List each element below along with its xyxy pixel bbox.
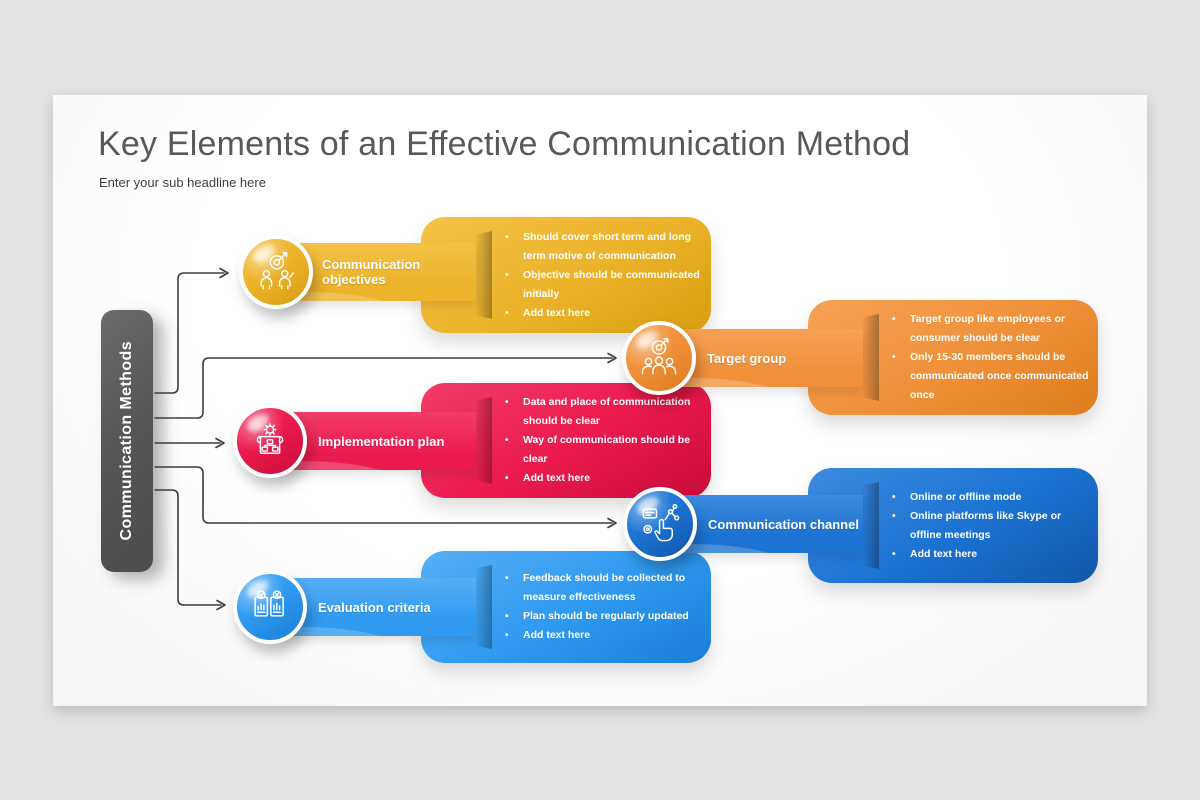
bullet-item: Way of communication should be clear	[503, 431, 703, 469]
bullet-item: Add text here	[503, 304, 703, 323]
communication-channel-badge	[623, 487, 697, 561]
page-subtitle: Enter your sub headline here	[99, 175, 266, 190]
bullet-item: Target group like employees or consumer …	[890, 310, 1090, 348]
implementation-plan-badge	[233, 404, 307, 478]
bullet-item: Only 15-30 members should be communicate…	[890, 348, 1090, 405]
branch-label: Communication channel	[708, 516, 859, 532]
bullet-item: Online or offline mode	[890, 488, 1090, 507]
bullet-list: Online or offline mode Online platforms …	[890, 468, 1090, 583]
bullet-item: Add text here	[503, 469, 703, 488]
slide-canvas: Key Elements of an Effective Communicati…	[53, 95, 1147, 706]
communication-objectives-badge	[239, 235, 313, 309]
ribbon-fold	[476, 231, 492, 319]
branch-label: Communication objectives	[322, 257, 421, 287]
bullet-item: Feedback should be collected to measure …	[503, 569, 703, 607]
arrowhead-target-group	[607, 352, 617, 364]
branch-label: Target group	[707, 350, 787, 366]
bullet-list: Target group like employees or consumer …	[890, 300, 1090, 415]
arrowhead-communication-channel	[607, 517, 617, 529]
root-node: Communication Methods	[101, 310, 153, 572]
bullet-list: Should cover short term and long term mo…	[503, 217, 703, 333]
arrowhead-evaluation-criteria	[216, 599, 226, 611]
target-with-people-icon	[260, 252, 295, 290]
communication-objectives-card: Should cover short term and long term mo…	[421, 217, 711, 333]
ribbon-fold	[863, 314, 879, 401]
blueprint-gear-icon	[256, 423, 284, 454]
ribbon-fold	[476, 565, 492, 649]
channel-selection-icon	[642, 504, 680, 542]
target-audience-icon	[641, 338, 677, 375]
bullet-item: Add text here	[503, 626, 703, 645]
arrowhead-objectives	[219, 267, 229, 279]
connector-objectives	[154, 272, 225, 394]
ribbon-fold	[863, 482, 879, 569]
target-group-badge	[622, 321, 696, 395]
bullet-item: Objective should be communicated initial…	[503, 266, 703, 304]
bullet-list: Data and place of communication should b…	[503, 383, 703, 498]
root-node-label: Communication Methods	[118, 341, 135, 541]
arrowhead-implementation-plan	[215, 437, 225, 449]
ribbon-fold	[476, 397, 492, 484]
branch-label: Implementation plan	[318, 433, 445, 449]
page-title: Key Elements of an Effective Communicati…	[98, 125, 911, 163]
evaluation-documents-icon	[254, 590, 284, 617]
evaluation-criteria-badge	[233, 570, 307, 644]
bullet-item: Add text here	[890, 545, 1090, 564]
connector-evaluation-criteria	[154, 489, 222, 606]
bullet-item: Data and place of communication should b…	[503, 393, 703, 431]
bullet-list: Feedback should be collected to measure …	[503, 551, 703, 663]
branch-label: Evaluation criteria	[318, 599, 431, 615]
bullet-item: Should cover short term and long term mo…	[503, 228, 703, 266]
bullet-item: Online platforms like Skype or offline m…	[890, 507, 1090, 545]
bullet-item: Plan should be regularly updated	[503, 607, 703, 626]
